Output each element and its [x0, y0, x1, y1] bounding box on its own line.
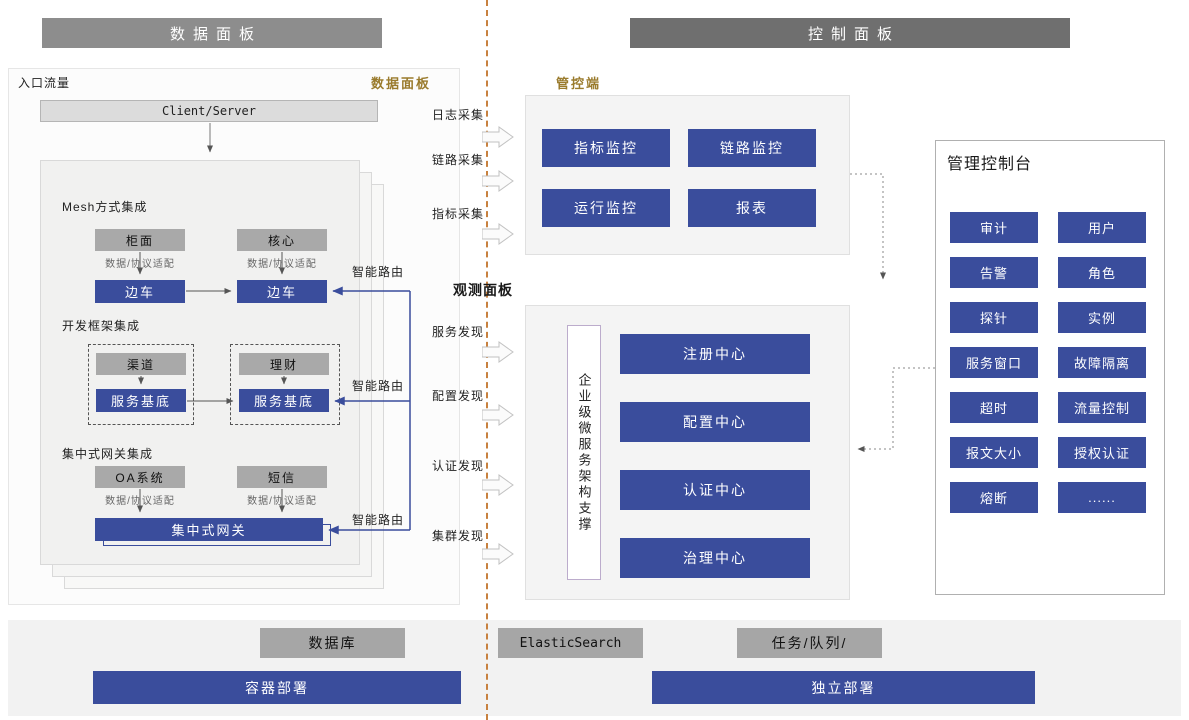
flow-label-metric-collect: 指标采集	[432, 207, 485, 221]
flow-label-trace-collect: 链路采集	[432, 153, 485, 167]
support-vertical-box: 企业级微服务架构支撑	[567, 325, 601, 580]
sidecar-box-left: 边车	[95, 280, 185, 303]
protocol-adapter-label: 数据/协议适配	[105, 259, 175, 270]
console-button-timeout: 超时	[950, 392, 1038, 423]
monitor-button-report: 报表	[688, 189, 816, 227]
smart-route-label: 智能路由	[352, 265, 405, 279]
console-title: 管理控制台	[947, 156, 1033, 173]
footer-blue-standalone-deploy: 独立部署	[652, 671, 1035, 704]
monitor-button-metrics: 指标监控	[542, 129, 670, 167]
smart-route-label: 智能路由	[352, 379, 405, 393]
center-button-config: 配置中心	[620, 402, 810, 442]
mesh-app-box-counter: 柜面	[95, 229, 185, 251]
footer-gray-elasticsearch: ElasticSearch	[498, 628, 643, 658]
flow-arrow-icon	[482, 126, 514, 148]
monitor-button-runtime: 运行监控	[542, 189, 670, 227]
sidecar-box-right: 边车	[237, 280, 327, 303]
flow-label-cluster-discover: 集群发现	[432, 529, 485, 543]
mesh-app-box-core: 核心	[237, 229, 327, 251]
console-button-fault-isolation: 故障隔离	[1058, 347, 1146, 378]
flow-arrow-icon	[482, 223, 514, 245]
dotted-console-to-microservice	[857, 367, 935, 452]
observe-panel-label: 观测面板	[453, 282, 513, 298]
control-side-tag: 管控端	[556, 76, 602, 91]
console-button-user: 用户	[1058, 212, 1146, 243]
flow-arrow-icon	[482, 543, 514, 565]
flow-label-config-discover: 配置发现	[432, 389, 485, 403]
center-button-auth: 认证中心	[620, 470, 810, 510]
center-button-registry: 注册中心	[620, 334, 810, 374]
flow-label-auth-discover: 认证发现	[432, 459, 485, 473]
protocol-adapter-label: 数据/协议适配	[247, 259, 317, 270]
protocol-adapter-label: 数据/协议适配	[247, 496, 317, 507]
footer-gray-database: 数据库	[260, 628, 405, 658]
console-button-authorization: 授权认证	[1058, 437, 1146, 468]
console-button-service-window: 服务窗口	[950, 347, 1038, 378]
console-button-role: 角色	[1058, 257, 1146, 288]
service-base-box-right: 服务基底	[239, 389, 329, 412]
console-button-audit: 审计	[950, 212, 1038, 243]
console-button-probe: 探针	[950, 302, 1038, 333]
entry-traffic-label: 入口流量	[18, 76, 71, 90]
flow-label-service-discover: 服务发现	[432, 325, 485, 339]
console-button-circuit-break: 熔断	[950, 482, 1038, 513]
center-button-governance: 治理中心	[620, 538, 810, 578]
header-control-panel: 控制面板	[630, 18, 1070, 48]
console-button-message-size: 报文大小	[950, 437, 1038, 468]
panel-divider-line	[486, 0, 488, 720]
client-server-bar: Client/Server	[40, 100, 378, 122]
framework-app-box-channel: 渠道	[96, 353, 186, 375]
flow-arrow-icon	[482, 474, 514, 496]
flow-arrow-icon	[482, 170, 514, 192]
console-button-flow-control: 流量控制	[1058, 392, 1146, 423]
console-button-alert: 告警	[950, 257, 1038, 288]
console-button-more: ......	[1058, 482, 1146, 513]
gateway-app-box-sms: 短信	[237, 466, 327, 488]
flow-label-log-collect: 日志采集	[432, 108, 485, 122]
service-base-box-left: 服务基底	[96, 389, 186, 412]
flow-arrow-icon	[482, 341, 514, 363]
flow-arrow-icon	[482, 404, 514, 426]
data-panel-corner-label: 数据面板	[371, 76, 432, 91]
dotted-monitor-to-console	[850, 173, 886, 280]
smart-route-label: 智能路由	[352, 513, 405, 527]
gateway-group-title: 集中式网关集成	[62, 447, 154, 461]
protocol-adapter-label: 数据/协议适配	[105, 496, 175, 507]
monitor-button-trace: 链路监控	[688, 129, 816, 167]
monitor-panel	[525, 95, 850, 255]
footer-gray-task-queue: 任务/队列/	[737, 628, 882, 658]
header-data-panel: 数据面板	[42, 18, 382, 48]
support-vertical-label: 企业级微服务架构支撑	[576, 372, 592, 533]
console-button-instance: 实例	[1058, 302, 1146, 333]
console-button-grid: 审计 用户 告警 角色 探针 实例 服务窗口 故障隔离 超时 流量控制 报文大小…	[950, 212, 1146, 513]
gateway-bar: 集中式网关	[95, 518, 323, 541]
gateway-app-box-oa: OA系统	[95, 466, 185, 488]
footer-blue-container-deploy: 容器部署	[93, 671, 461, 704]
framework-dashed-box-right	[230, 344, 340, 425]
framework-dashed-box-left	[88, 344, 194, 425]
mesh-group-title: Mesh方式集成	[62, 200, 148, 214]
framework-app-box-finance: 理财	[239, 353, 329, 375]
framework-group-title: 开发框架集成	[62, 319, 141, 333]
